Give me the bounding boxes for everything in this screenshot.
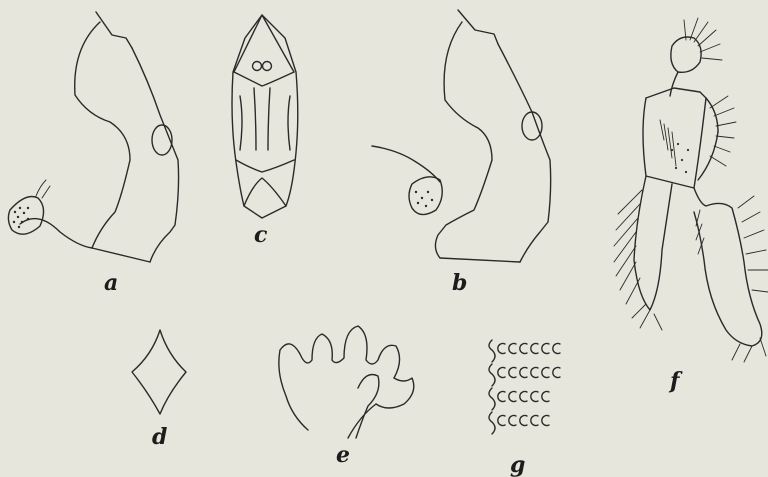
hook-mark xyxy=(509,368,516,378)
figure-a-drawing xyxy=(8,12,178,262)
hook-stem xyxy=(489,388,495,410)
hook-mark xyxy=(542,344,549,354)
hook-mark xyxy=(553,368,560,378)
hook-stem xyxy=(489,412,495,434)
figure-g-label: g xyxy=(510,452,525,477)
hook-stem xyxy=(489,340,495,362)
hook-mark xyxy=(520,368,527,378)
hook-mark xyxy=(542,416,549,426)
figure-d-label: d xyxy=(152,424,167,450)
hook-stem xyxy=(489,364,495,386)
figure-e-drawing xyxy=(279,326,414,438)
figure-c-label: c xyxy=(254,222,268,248)
figure-f-label: f xyxy=(668,368,683,394)
figure-f-drawing xyxy=(614,18,768,362)
hook-mark xyxy=(498,392,505,402)
hook-mark xyxy=(531,416,538,426)
figure-b-drawing xyxy=(372,10,551,262)
figure-c-drawing xyxy=(232,15,298,218)
hook-mark xyxy=(542,368,549,378)
hook-mark xyxy=(509,416,516,426)
hook-mark xyxy=(498,344,505,354)
hook-mark xyxy=(520,344,527,354)
figure-e-label: e xyxy=(336,442,350,468)
hook-mark xyxy=(531,392,538,402)
figure-b-label: b xyxy=(452,270,467,296)
hook-mark xyxy=(498,416,505,426)
hook-mark xyxy=(531,368,538,378)
hook-mark xyxy=(553,344,560,354)
hook-mark xyxy=(498,368,505,378)
hook-mark xyxy=(520,416,527,426)
figure-g-drawing xyxy=(489,340,560,434)
hook-mark xyxy=(542,392,549,402)
hook-mark xyxy=(509,392,516,402)
hook-mark xyxy=(520,392,527,402)
hook-mark xyxy=(531,344,538,354)
figure-a-label: a xyxy=(104,270,118,296)
hook-mark xyxy=(509,344,516,354)
figure-d-drawing xyxy=(132,330,186,414)
